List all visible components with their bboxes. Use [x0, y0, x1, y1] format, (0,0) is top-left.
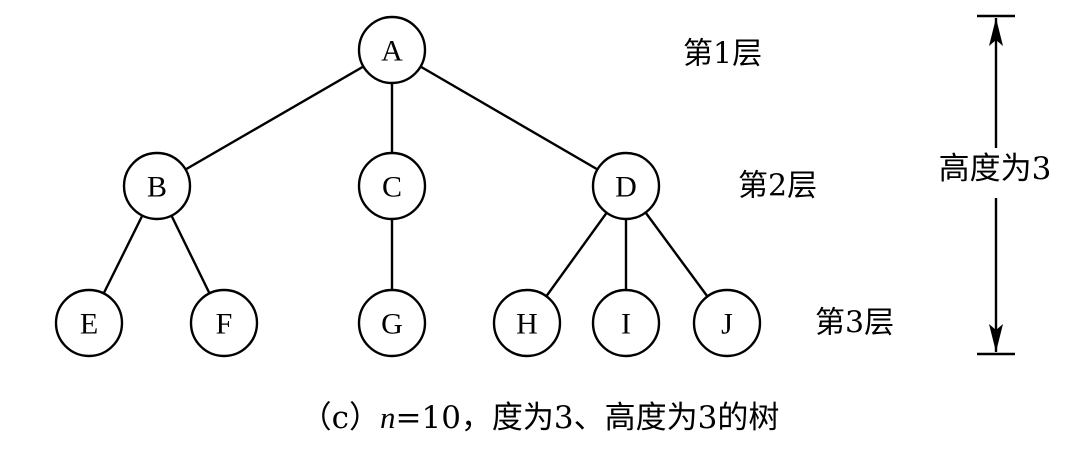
- caption-rest: =10，度为3、高度为3的树: [395, 400, 780, 436]
- figure-caption: （c）n=10，度为3、高度为3的树: [0, 398, 1080, 438]
- node-label: D: [615, 171, 637, 204]
- node-circle: [692, 288, 762, 358]
- edge-A-D: [391, 48, 627, 188]
- node-label: A: [381, 35, 403, 68]
- node-circle: [357, 288, 427, 358]
- node-label: F: [216, 308, 233, 341]
- height-indicator: 高度为3: [939, 14, 1052, 356]
- arrow-up-icon: [989, 18, 1003, 46]
- node-label: J: [721, 308, 733, 341]
- height-label: 高度为3: [939, 151, 1052, 187]
- tree-node-I: I: [591, 288, 661, 358]
- tree-node-G: G: [357, 288, 427, 358]
- node-circle: [591, 288, 661, 358]
- node-label: I: [621, 308, 631, 341]
- tree-node-A: A: [357, 15, 427, 85]
- node-label: E: [80, 308, 98, 341]
- tree-node-B: B: [122, 151, 192, 221]
- node-circle: [54, 288, 124, 358]
- level-2-label: 第2层: [738, 169, 817, 204]
- node-circle: [591, 151, 661, 221]
- node-label: H: [516, 308, 538, 341]
- node-label: B: [147, 171, 167, 204]
- tree-node-J: J: [692, 288, 762, 358]
- edge-A-B: [156, 48, 393, 188]
- tree-node-C: C: [357, 151, 427, 221]
- tree-node-D: D: [591, 151, 661, 221]
- node-label: G: [381, 308, 403, 341]
- tree-nodes: A B C D E F G H I J: [54, 15, 762, 358]
- tree-node-E: E: [54, 288, 124, 358]
- level-3-label: 第3层: [815, 306, 894, 341]
- node-circle: [357, 151, 427, 221]
- node-circle: [492, 288, 562, 358]
- node-label: C: [382, 171, 402, 204]
- node-circle: [189, 288, 259, 358]
- node-circle: [357, 15, 427, 85]
- level-1-label: 第1层: [683, 37, 762, 72]
- tree-node-F: F: [189, 288, 259, 358]
- tree-node-H: H: [492, 288, 562, 358]
- arrow-down-icon: [989, 324, 1003, 352]
- node-circle: [122, 151, 192, 221]
- caption-variable: n: [380, 400, 396, 435]
- caption-prefix: （c）: [300, 400, 380, 436]
